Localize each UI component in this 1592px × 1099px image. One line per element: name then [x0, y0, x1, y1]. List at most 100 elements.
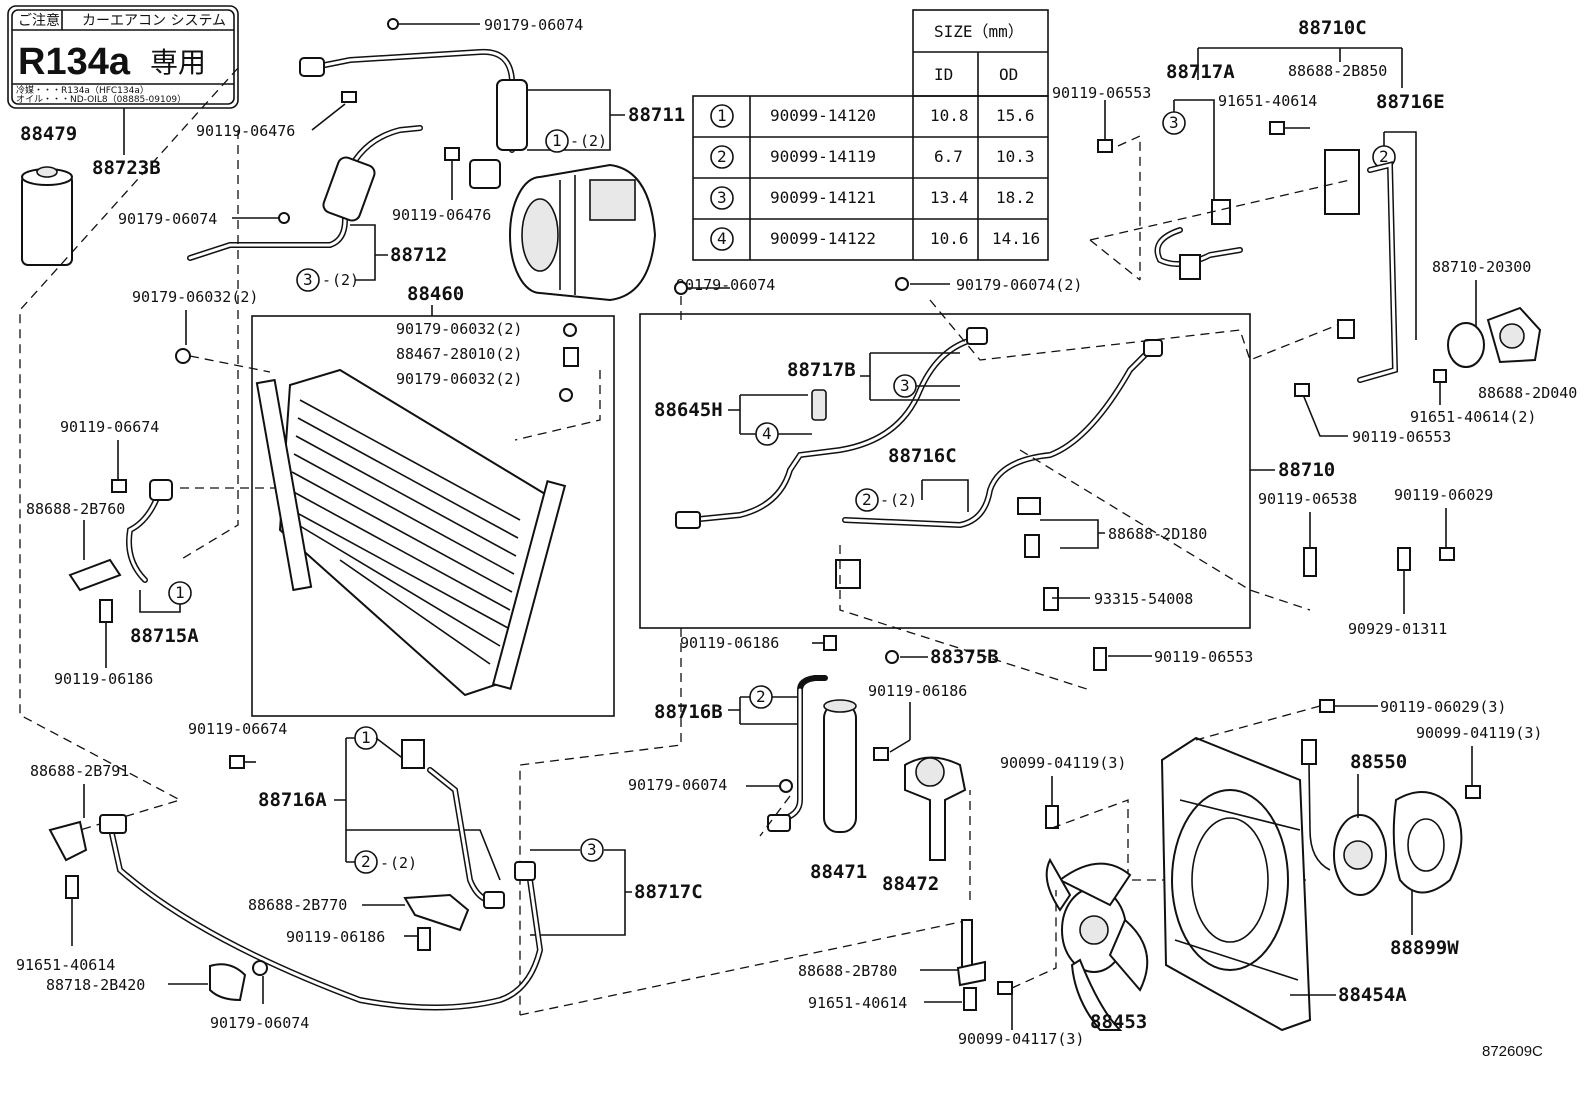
part-88688-2b770: 88688-2B770 — [248, 896, 347, 914]
part-88471: 88471 — [810, 861, 867, 883]
fan-illustration — [1045, 857, 1149, 1031]
ref-circle-2-c: 2 — [756, 687, 766, 706]
part-88467-28010-2: 88467-28010(2) — [396, 345, 522, 363]
ref-circle-3-a: 3 — [303, 270, 313, 289]
fan-motor-illustration — [1301, 739, 1463, 896]
part-90929-01311: 90929-01311 — [1348, 620, 1447, 638]
ref-1-2-qty-b: (2) — [580, 132, 607, 150]
row-4-id: 10.6 — [930, 229, 969, 248]
part-88688-2b780: 88688-2B780 — [798, 962, 897, 980]
row-2-part: 90099-14119 — [770, 147, 876, 166]
part-88688-2d180: 88688-2D180 — [1108, 525, 1207, 543]
part-90119-06029-3: 90119-06029(3) — [1380, 698, 1506, 716]
part-90099-04119-3b: 90099-04119(3) — [1416, 724, 1542, 742]
part-90119-06553-a: 90119-06553 — [1154, 648, 1253, 666]
discharge-hose-88712 — [187, 125, 501, 261]
row-3-id: 13.4 — [930, 188, 969, 207]
part-88710: 88710 — [1278, 459, 1335, 481]
part-88710c: 88710C — [1298, 17, 1367, 39]
part-90099-04119-3a: 90099-04119(3) — [1000, 754, 1126, 772]
part-88716a: 88716A — [258, 789, 327, 811]
compressor-illustration — [509, 163, 657, 302]
part-88716c: 88716C — [888, 445, 957, 467]
pipe-88716a-illustration — [401, 739, 505, 909]
part-90119-06186-b: 90119-06186 — [680, 634, 779, 652]
part-90179-06074-d: 90179-06074 — [628, 776, 727, 794]
part-88688-2b791: 88688-2B791 — [30, 762, 129, 780]
part-88479: 88479 — [20, 123, 77, 145]
pipe-assembly-box — [639, 313, 1251, 629]
part-90179-06074-a: 90179-06074 — [484, 16, 583, 34]
col-od: OD — [999, 65, 1018, 84]
ref-circle-1-c: 1 — [361, 728, 371, 747]
bracket-88715a-illustration — [68, 479, 173, 592]
part-88688-2d040: 88688-2D040 — [1478, 384, 1577, 402]
row-1-num: 1 — [717, 106, 727, 125]
part-90119-06186-d: 90119-06186 — [286, 928, 385, 946]
part-88453: 88453 — [1090, 1011, 1147, 1033]
part-90119-06186-c: 90119-06186 — [868, 682, 967, 700]
ref-circle-2-d: 2 — [361, 852, 371, 871]
part-88899w: 88899W — [1390, 937, 1459, 959]
part-90119-06476-b: 90119-06476 — [392, 206, 491, 224]
warning-line-2: オイル・・・ND-OIL8（08885-09109） — [16, 94, 186, 105]
part-90119-06538: 90119-06538 — [1258, 490, 1357, 508]
ref-2-2-qty-b: (2) — [390, 854, 417, 872]
figure-id: 872609C — [1482, 1043, 1543, 1060]
blower-motor-illustration — [1447, 306, 1542, 368]
long-pipe-illustration — [99, 814, 544, 1011]
ref-circle-1-b: 1 — [175, 583, 185, 602]
part-88645h: 88645H — [654, 399, 723, 421]
nut-icon — [387, 18, 399, 30]
part-88472: 88472 — [882, 873, 939, 895]
row-4-od: 14.16 — [992, 229, 1040, 248]
part-88718-2b420: 88718-2B420 — [46, 976, 145, 994]
part-88717b: 88717B — [787, 359, 856, 381]
part-90179-06074-2: 90179-06074(2) — [956, 276, 1082, 294]
r134a-warning-label: ご注意 カーエアコン システム R134a 専用 冷媒・・・R134a（HFC1… — [7, 5, 239, 109]
row-2-od: 10.3 — [996, 147, 1035, 166]
part-90119-06553-b: 90119-06553 — [1052, 84, 1151, 102]
row-2-id: 6.7 — [934, 147, 963, 166]
ref-circle-4: 4 — [762, 424, 772, 443]
ref-dash-b: - — [880, 491, 889, 509]
part-90119-06674-a: 90119-06674 — [60, 418, 159, 436]
rear-ac-pipe-illustration — [1154, 149, 1399, 383]
ref-dash-c: - — [380, 854, 389, 872]
part-90119-06029: 90119-06029 — [1394, 486, 1493, 504]
ref-circle-2-b: 2 — [1379, 147, 1389, 166]
part-90179-06074-b: 90179-06074 — [118, 210, 217, 228]
condenser-illustration — [255, 368, 567, 697]
part-88717a: 88717A — [1166, 61, 1235, 83]
warning-line-1: 冷媒・・・R134a（HFC134a） — [16, 84, 149, 96]
receiver-drier-illustration — [823, 699, 857, 833]
ref-circle-3-b: 3 — [900, 376, 910, 395]
receiver-pipe-illustration — [767, 675, 828, 832]
part-90119-06186-a: 90119-06186 — [54, 670, 153, 688]
part-88716e: 88716E — [1376, 91, 1445, 113]
part-88375b: 88375B — [930, 646, 999, 668]
pipe-assembly-illustration — [675, 327, 1163, 611]
part-88723b: 88723B — [92, 157, 161, 179]
part-91651-40614-2: 91651-40614(2) — [1410, 408, 1536, 426]
part-88711: 88711 — [628, 104, 685, 126]
suction-hose-88711 — [299, 48, 528, 153]
warning-tag-2: カーエアコン システム — [82, 13, 226, 29]
part-88688-2b760: 88688-2B760 — [26, 500, 125, 518]
part-90179-06032-2: 90179-06032(2) — [132, 288, 258, 306]
warning-tag-1: ご注意 — [18, 12, 60, 29]
row-3-part: 90099-14121 — [770, 188, 876, 207]
hose-size-table: SIZE（mm） ID OD 1 90099-14120 10.8 15.6 2… — [692, 9, 1049, 261]
part-88715a: 88715A — [130, 625, 199, 647]
part-90119-06674-b: 90119-06674 — [188, 720, 287, 738]
part-90179-06032-2c: 90179-06032(2) — [396, 370, 522, 388]
part-88710-20300: 88710-20300 — [1432, 258, 1531, 276]
part-90119-06553-c: 90119-06553 — [1352, 428, 1451, 446]
bolt-icon — [341, 91, 357, 103]
drier-bracket-illustration — [904, 756, 967, 861]
ref-3-2-qty: (2) — [332, 271, 359, 289]
row-1-od: 15.6 — [996, 106, 1035, 125]
row-1-part: 90099-14120 — [770, 106, 876, 125]
refrigerant-type: R134a — [18, 41, 131, 83]
ref-circle-2-a: 2 — [862, 490, 872, 509]
